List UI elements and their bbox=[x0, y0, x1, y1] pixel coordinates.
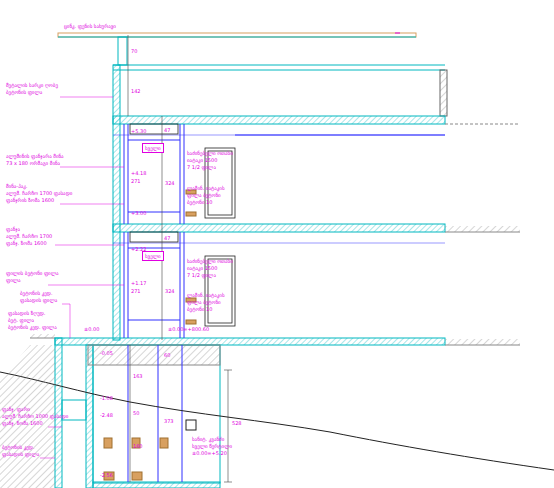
callout-text: ალუმ. ჩარჩო 1000 ფასადი bbox=[2, 413, 68, 419]
dimension-text: 70 bbox=[131, 48, 137, 54]
dimension-text: -2.56 bbox=[100, 472, 113, 478]
dimension-text: 50 bbox=[133, 410, 139, 416]
dimension-text: -2.48 bbox=[100, 412, 113, 418]
callout-text: ფილა bbox=[6, 277, 21, 283]
room-label: სველი bbox=[145, 145, 161, 151]
callout-text: ბეტონის ფილა bbox=[6, 89, 42, 95]
callout-text: ლამინ. იატაკის bbox=[187, 292, 225, 298]
room-tag: სველი bbox=[142, 251, 164, 261]
callout-text: იატაკი 1500 bbox=[187, 157, 217, 163]
callout-text: ფანჯ. ზომა 1600 bbox=[6, 240, 47, 246]
callout-text: ფანჯ. ზომა 1600 bbox=[2, 420, 43, 426]
dimension-text: 160 bbox=[133, 443, 143, 449]
callout-text: ფანჯა bbox=[6, 226, 20, 232]
callout-text: ბეტონის კედ. bbox=[2, 444, 35, 450]
dimension-text: -1.08 bbox=[100, 395, 113, 401]
callout-text: ფასადის ფილა bbox=[2, 451, 39, 457]
callout-text: საძინებელი ოთახი bbox=[187, 150, 233, 156]
callout-text: ლამინ. იატაკის bbox=[187, 185, 225, 191]
callout-text: ფანჯ. ფარი bbox=[2, 406, 30, 412]
dimension-text: 324 bbox=[165, 180, 175, 186]
dimension-text: +1.17 bbox=[131, 280, 146, 286]
callout-text: ალუმინის ფანჯარა მინა bbox=[6, 153, 64, 159]
dimension-text: +3.00 bbox=[131, 210, 146, 216]
callout-text: ბეტონი 10 bbox=[187, 199, 212, 205]
dimension-text: 47 bbox=[164, 235, 170, 241]
callout-text: 73 x 180 ორმაგი მინა bbox=[6, 160, 60, 166]
callout-text: 7 1/2 ფილა bbox=[187, 164, 216, 170]
dimension-text: -0.05 bbox=[100, 350, 113, 356]
callout-text: იატაკი 1500 bbox=[187, 265, 217, 271]
dimension-text: +4.18 bbox=[131, 170, 146, 176]
dimension-text: 324 bbox=[165, 288, 175, 294]
callout-text: მინა-პაკ. bbox=[6, 183, 27, 189]
room-tag: სველი bbox=[142, 143, 164, 153]
dimension-text: 142 bbox=[131, 88, 141, 94]
callout-text: 7 1/2 ფილა bbox=[187, 272, 216, 278]
callout-text: ±0.00=+5.20 bbox=[192, 450, 227, 456]
callout-text: საძინებელი ოთახი bbox=[187, 258, 233, 264]
callout-text: ±0.00=+800.60 bbox=[168, 326, 209, 332]
callout-text: ცინკ. ფენის სახურავი bbox=[64, 23, 116, 29]
callout-text: ბეტონის კედ. bbox=[20, 290, 53, 296]
callout-text: ფილის ბეტონი ფილა bbox=[6, 270, 59, 276]
callout-text: სველი წერტილი bbox=[192, 443, 232, 449]
callout-text: მეტალის სარკი ღობე bbox=[6, 82, 58, 88]
callout-text: ფილა ბეტონი bbox=[187, 299, 221, 305]
dimension-text: 373 bbox=[164, 418, 174, 424]
callout-text: ალუმ. ჩარჩო 1700 bbox=[6, 233, 52, 239]
callout-text: ფანჯრის ზომა 1600 bbox=[6, 197, 54, 203]
dimension-text: 271 bbox=[131, 178, 141, 184]
dimension-text: +5.30 bbox=[131, 128, 146, 134]
callout-text: ბეტონის კედ. ფილა bbox=[8, 324, 57, 330]
callout-text: ბეტონი 10 bbox=[187, 306, 212, 312]
dimension-text: 271 bbox=[131, 288, 141, 294]
room-label: სველი bbox=[145, 253, 161, 259]
dimension-text: 163 bbox=[133, 373, 143, 379]
callout-text: ფასადის ზღუდ. bbox=[8, 310, 45, 316]
callout-text: ალუმ. ჩარჩო 1700 ფასადი bbox=[6, 190, 72, 196]
callout-text: ფასადის ფილა bbox=[20, 297, 57, 303]
dimension-text: 528 bbox=[232, 420, 242, 426]
dimension-text: 47 bbox=[164, 127, 170, 133]
dimension-text: 60 bbox=[164, 352, 170, 358]
dimension-text: ±0.00 bbox=[84, 326, 99, 332]
callout-text: ბეტ. ფილა bbox=[8, 317, 34, 323]
callout-text: სანიტ. კვანძი bbox=[192, 436, 224, 442]
callout-text: ფილა ბეტონი bbox=[187, 192, 221, 198]
